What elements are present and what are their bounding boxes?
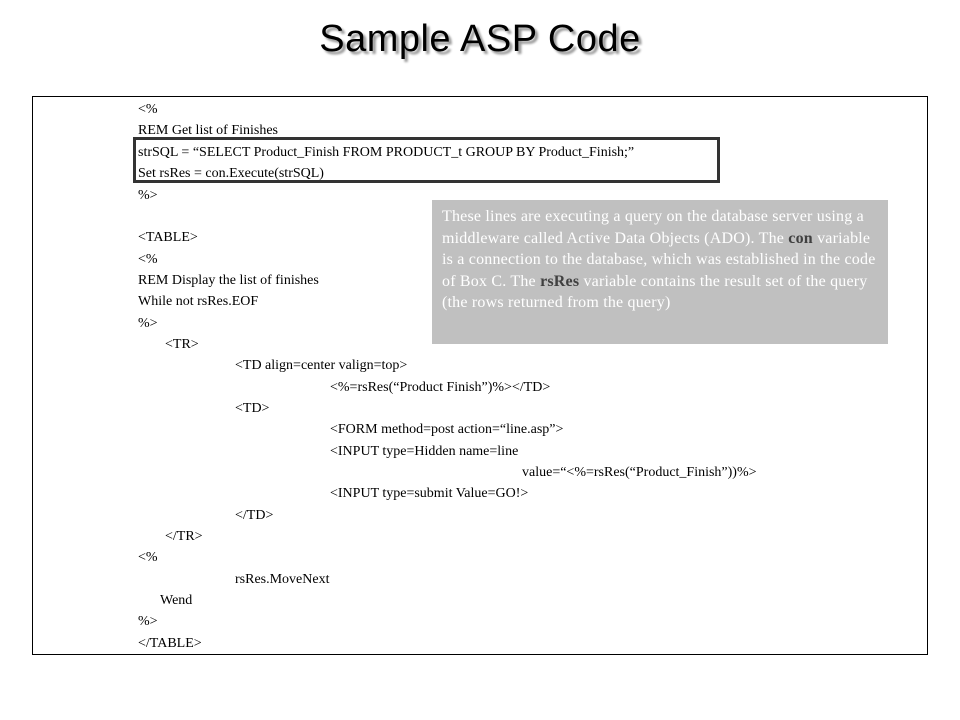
code-box — [32, 96, 928, 655]
code-line: <%=rsRes(“Product Finish”)%></TD> — [330, 380, 551, 395]
slide-title: Sample ASP Code — [319, 18, 641, 60]
code-line: REM Display the list of finishes — [138, 273, 319, 288]
code-line: <INPUT type=submit Value=GO!> — [330, 486, 529, 501]
code-line: strSQL = “SELECT Product_Finish FROM PRO… — [138, 145, 635, 160]
code-line: </TR> — [165, 529, 203, 544]
code-line: %> — [138, 316, 158, 331]
code-line: <% — [138, 550, 158, 565]
explanation-callout: These lines are executing a query on the… — [432, 200, 888, 344]
code-line: <FORM method=post action=“line.asp”> — [330, 422, 564, 437]
note-keyword-con: con — [788, 229, 813, 247]
code-line: value=“<%=rsRes(“Product_Finish”))%> — [522, 465, 757, 480]
code-line: <TD> — [235, 401, 270, 416]
code-line: %> — [138, 188, 158, 203]
code-line: Set rsRes = con.Execute(strSQL) — [138, 166, 324, 181]
code-line: <% — [138, 252, 158, 267]
note-text: These lines are executing a query on the… — [442, 208, 864, 247]
code-line: rsRes.MoveNext — [235, 572, 330, 587]
code-line: </TABLE> — [138, 636, 202, 651]
note-text: variable contains the result set of the … — [442, 272, 868, 312]
note-text: variable is a connection to the database… — [442, 229, 876, 290]
code-line: <TR> — [165, 337, 199, 352]
note-keyword-rsres: rsRes — [540, 272, 580, 290]
code-line: %> — [138, 614, 158, 629]
query-highlight-box — [133, 137, 720, 183]
code-line: <TABLE> — [138, 230, 198, 245]
code-line: Wend — [160, 593, 193, 608]
code-line: <TD align=center valign=top> — [235, 358, 408, 373]
code-line: <% — [138, 102, 158, 117]
code-line: <INPUT type=Hidden name=line — [330, 444, 519, 459]
code-line: </TD> — [235, 508, 274, 523]
code-line: While not rsRes.EOF — [138, 294, 259, 309]
code-line: REM Get list of Finishes — [138, 123, 279, 138]
